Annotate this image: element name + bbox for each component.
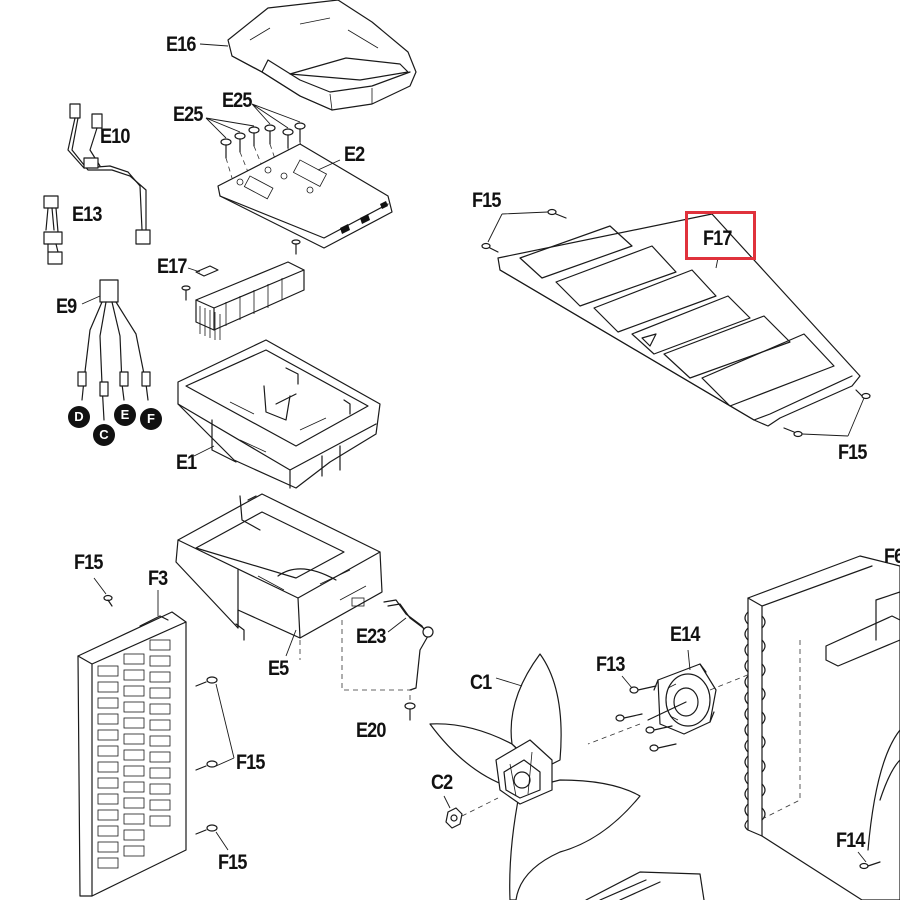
part-c2-nut xyxy=(445,797,499,829)
part-f3-side-panel xyxy=(77,611,187,897)
part-e14-motor xyxy=(587,663,751,745)
part-e17-heatsink xyxy=(181,239,305,340)
part-c1-fan-blade xyxy=(429,653,641,900)
part-e20-screw xyxy=(404,694,416,721)
label-e2: E2 xyxy=(344,143,365,166)
part-e25-screws xyxy=(220,122,306,179)
part-e16-cover xyxy=(227,0,417,111)
part-bottom-partial xyxy=(585,871,705,900)
label-f3: F3 xyxy=(148,567,168,590)
label-f15-left-mid: F15 xyxy=(236,751,265,774)
label-e5: E5 xyxy=(268,657,289,680)
label-c1: C1 xyxy=(470,671,492,694)
label-f14: F14 xyxy=(836,829,865,852)
leader-e17 xyxy=(187,267,201,273)
connector-e-badge: E xyxy=(114,404,136,426)
leader-f15-top xyxy=(487,211,865,437)
leader-c1 xyxy=(495,677,523,687)
leader-e14 xyxy=(687,649,691,671)
label-f15-top-left: F15 xyxy=(472,189,501,212)
leader-e1 xyxy=(193,445,215,457)
part-e10-harness xyxy=(67,103,151,245)
label-f13: F13 xyxy=(596,653,625,676)
label-f6: F6 xyxy=(884,545,900,568)
label-e14: E14 xyxy=(670,623,700,646)
label-e16: E16 xyxy=(166,33,196,56)
label-e23: E23 xyxy=(356,625,386,648)
connector-f-badge: F xyxy=(140,408,162,430)
leader-e5 xyxy=(285,629,297,657)
leader-e23 xyxy=(387,617,407,633)
part-e23-bracket xyxy=(383,599,434,691)
label-e1: E1 xyxy=(176,451,197,474)
label-e10: E10 xyxy=(100,125,130,148)
label-f15-left-bottom: F15 xyxy=(218,851,247,874)
part-f14-screw xyxy=(859,861,881,870)
f15-screws-left xyxy=(103,594,218,835)
connector-c-badge: C xyxy=(93,424,115,446)
part-e9-harness xyxy=(77,279,151,421)
leader-f14 xyxy=(857,851,867,863)
label-f15-top-right: F15 xyxy=(838,441,867,464)
f15-screws-top xyxy=(481,208,871,438)
f17-highlight-box xyxy=(685,211,756,260)
leader-c2 xyxy=(443,795,451,809)
part-e2-pcb xyxy=(217,143,393,249)
label-e9: E9 xyxy=(56,295,77,318)
leader-e25 xyxy=(205,103,301,139)
leader-f15-left xyxy=(93,577,235,851)
part-f17-top-panel xyxy=(497,213,861,427)
label-f15-left-top: F15 xyxy=(74,551,103,574)
label-e17: E17 xyxy=(157,255,187,278)
label-c2: C2 xyxy=(431,771,453,794)
part-f13-screws xyxy=(615,685,677,752)
connector-d-badge: D xyxy=(68,406,90,428)
leader-f13 xyxy=(621,675,633,689)
part-e13-connector xyxy=(43,195,63,265)
part-f6-heat-exchanger xyxy=(744,555,900,900)
label-f17: F17 xyxy=(703,227,732,250)
label-e25-left: E25 xyxy=(173,103,203,126)
label-e20: E20 xyxy=(356,719,386,742)
label-e25-right: E25 xyxy=(222,89,252,112)
leader-e16 xyxy=(199,43,229,47)
part-e5-tray xyxy=(175,493,383,641)
label-e13: E13 xyxy=(72,203,102,226)
leader-e2 xyxy=(317,159,341,171)
part-e1-electrical-box xyxy=(177,339,381,489)
leader-e9 xyxy=(81,295,101,305)
